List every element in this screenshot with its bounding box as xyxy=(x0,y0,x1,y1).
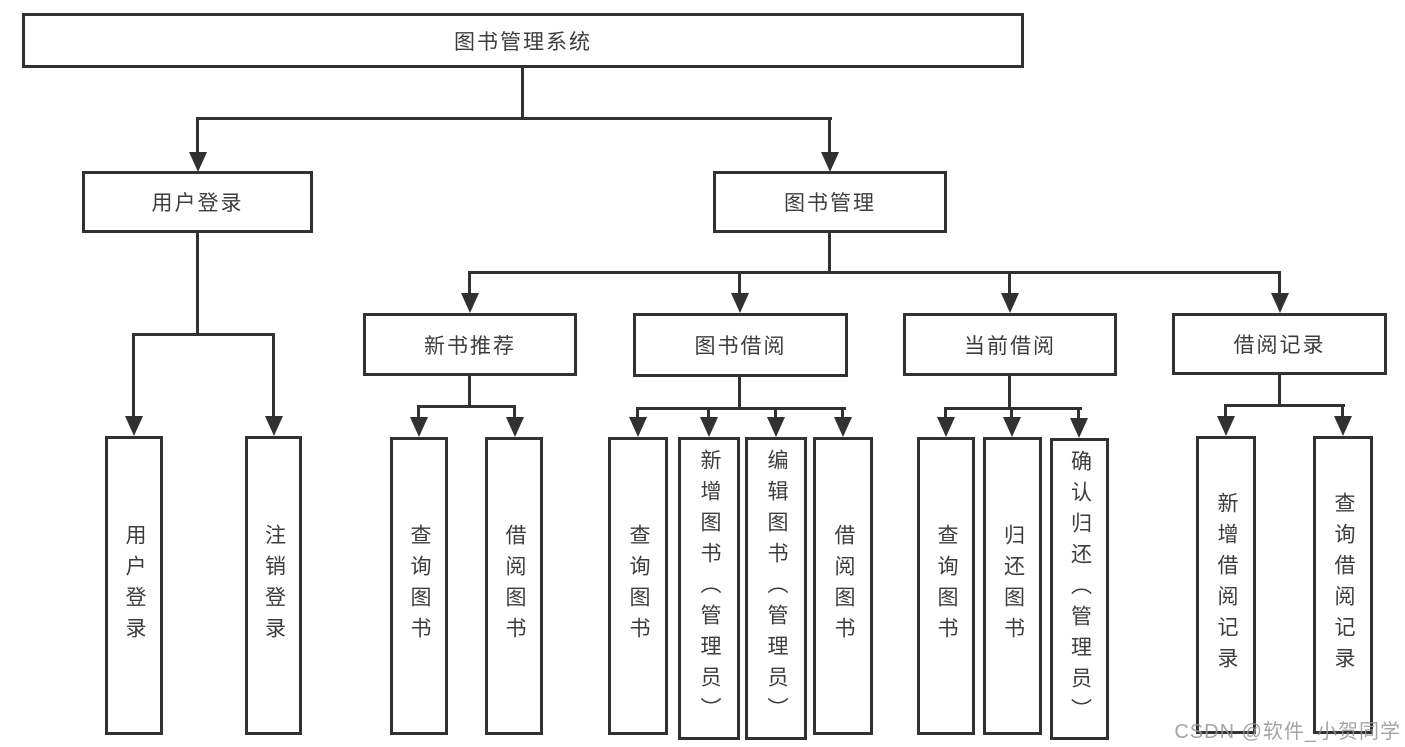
connector-line xyxy=(1278,271,1281,295)
node-current-borrowing: 当前借阅 xyxy=(903,313,1117,376)
arrowhead xyxy=(731,293,749,313)
leaf-query-borrow-record: 查询借阅记录 xyxy=(1313,436,1373,734)
connector-line xyxy=(828,233,831,273)
connector-line xyxy=(1224,404,1227,418)
arrowhead xyxy=(1070,418,1088,438)
connector-line xyxy=(1010,407,1013,419)
node-label: 借阅记录 xyxy=(1233,334,1326,357)
node-book-borrowing: 图书借阅 xyxy=(633,313,848,377)
leaf-add-books-admin: 新增图书（管理员） xyxy=(678,437,740,740)
connector-line xyxy=(132,333,275,336)
arrowhead xyxy=(410,417,428,437)
leaf-recommend-borrow-books: 借阅图书 xyxy=(485,437,543,735)
arrowhead xyxy=(1001,293,1019,313)
node-label: 编辑图书（管理员） xyxy=(765,449,788,728)
node-label: 确认归还（管理员） xyxy=(1068,449,1092,729)
leaf-confirm-return-admin: 确认归还（管理员） xyxy=(1050,438,1109,740)
connector-line xyxy=(468,271,471,295)
node-user-login: 用户登录 xyxy=(82,171,313,233)
node-label: 用户登录 xyxy=(123,523,146,648)
connector-line xyxy=(1278,375,1281,406)
node-label: 图书管理系统 xyxy=(454,30,592,54)
connector-line xyxy=(707,407,710,419)
node-label: 查询借阅记录 xyxy=(1332,492,1355,678)
node-library-system: 图书管理系统 xyxy=(22,13,1024,68)
leaf-return-books: 归还图书 xyxy=(983,437,1042,735)
arrowhead xyxy=(767,417,785,437)
node-borrow-records: 借阅记录 xyxy=(1172,313,1387,375)
node-label: 新增图书（管理员） xyxy=(698,449,721,728)
connector-line xyxy=(132,333,135,418)
arrowhead xyxy=(1334,416,1352,436)
arrowhead xyxy=(189,152,207,172)
csdn-watermark: CSDN @软件_小贺同学 xyxy=(1174,721,1401,743)
node-label: 新增借阅记录 xyxy=(1215,492,1238,678)
connector-line xyxy=(1008,271,1011,295)
connector-line xyxy=(196,117,832,120)
connector-line xyxy=(841,407,844,419)
node-label: 归还图书 xyxy=(1001,524,1025,648)
leaf-borrowing-borrow-books: 借阅图书 xyxy=(813,437,873,735)
arrowhead xyxy=(821,152,839,172)
leaf-logout: 注销登录 xyxy=(245,436,302,735)
node-label: 当前借阅 xyxy=(964,334,1056,358)
node-label: 借阅图书 xyxy=(832,524,855,648)
connector-line xyxy=(1008,376,1011,409)
connector-line xyxy=(513,405,516,419)
leaf-recommend-query-books: 查询图书 xyxy=(390,437,448,735)
node-label: 图书借阅 xyxy=(694,335,787,358)
arrowhead xyxy=(506,417,524,437)
leaf-user-login: 用户登录 xyxy=(105,436,163,735)
node-label: 图书管理 xyxy=(784,192,876,215)
arrowhead xyxy=(265,416,283,436)
node-label: 新书推荐 xyxy=(424,334,516,358)
connector-line xyxy=(521,68,524,118)
node-new-book-recommend: 新书推荐 xyxy=(363,313,577,376)
connector-line xyxy=(417,405,516,408)
node-label: 注销登录 xyxy=(262,523,286,648)
connector-line xyxy=(1341,404,1344,418)
node-label: 用户登录 xyxy=(151,192,244,215)
connector-line xyxy=(738,377,741,408)
arrowhead xyxy=(937,417,955,437)
leaf-edit-books-admin: 编辑图书（管理员） xyxy=(745,437,807,740)
connector-line xyxy=(774,407,777,419)
connector-line xyxy=(468,271,1281,274)
arrowhead xyxy=(629,417,647,437)
node-label: 借阅图书 xyxy=(503,524,526,648)
connector-line xyxy=(636,407,846,410)
arrowhead xyxy=(1217,416,1235,436)
connector-line xyxy=(196,117,199,155)
node-label: 查询图书 xyxy=(627,524,650,648)
connector-line xyxy=(944,407,947,419)
arrowhead xyxy=(461,293,479,313)
connector-line xyxy=(196,233,199,333)
connector-line xyxy=(272,333,275,418)
connector-line xyxy=(636,407,639,419)
leaf-borrowing-query-books: 查询图书 xyxy=(608,437,668,735)
connector-line xyxy=(417,405,420,419)
connector-line xyxy=(944,407,1082,410)
arrowhead xyxy=(1003,417,1021,437)
connector-line xyxy=(738,271,741,295)
arrowhead xyxy=(1271,293,1289,313)
connector-line xyxy=(1077,407,1080,419)
leaf-current-query-books: 查询图书 xyxy=(917,437,975,735)
connector-line xyxy=(1224,404,1345,407)
leaf-add-borrow-record: 新增借阅记录 xyxy=(1196,436,1256,734)
arrowhead xyxy=(700,417,718,437)
arrowhead xyxy=(834,417,852,437)
arrowhead xyxy=(125,416,143,436)
connector-line xyxy=(828,117,831,155)
node-book-management: 图书管理 xyxy=(713,171,947,233)
node-label: 查询图书 xyxy=(408,524,431,648)
connector-line xyxy=(468,376,471,407)
node-label: 查询图书 xyxy=(935,524,958,648)
